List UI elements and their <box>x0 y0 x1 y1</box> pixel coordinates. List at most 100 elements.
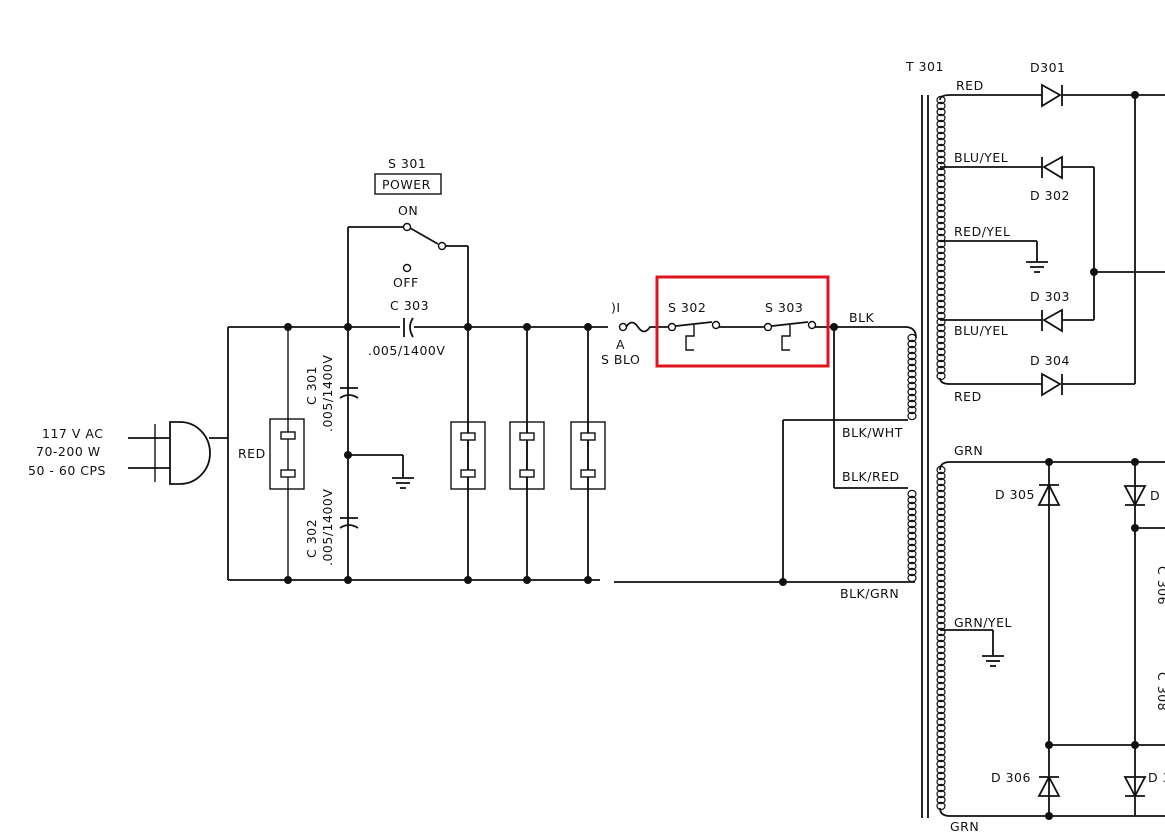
coil-turn <box>936 489 946 499</box>
coil-turn <box>936 759 946 769</box>
coil-turn <box>936 359 946 369</box>
coil-turn <box>936 263 946 273</box>
coil-turn <box>936 507 946 517</box>
coil-turn <box>936 627 946 637</box>
s301-ref: S 301 <box>388 156 426 171</box>
coil-turn <box>936 771 946 781</box>
fuse-amps-label: )I <box>611 300 621 315</box>
coil-turn <box>936 669 946 679</box>
coil-turn <box>936 125 946 135</box>
coil-turn <box>936 591 946 601</box>
coil-turn <box>936 293 946 303</box>
coil-turn <box>936 795 946 805</box>
coil-turn <box>936 747 946 757</box>
coil-turn <box>936 753 946 763</box>
coil-turn <box>936 305 946 315</box>
coil-turn <box>907 573 917 583</box>
d308-partial-label: D 3 <box>1148 770 1165 785</box>
coil-turn <box>936 681 946 691</box>
cap-stack <box>339 227 414 580</box>
coil-turn <box>936 561 946 571</box>
coil-turn <box>907 387 917 397</box>
coil-turn <box>936 251 946 261</box>
coil-turn <box>936 155 946 165</box>
s301-off: OFF <box>393 275 419 290</box>
coil-turn <box>936 639 946 649</box>
sec-lead-grn-1: GRN <box>954 443 983 458</box>
coil-turn <box>936 341 946 351</box>
coil-turn <box>936 633 946 643</box>
c302-value: .005/1400V <box>320 489 335 566</box>
coil-turn <box>936 531 946 541</box>
coil-turn <box>936 353 946 363</box>
coil-turn <box>936 101 946 111</box>
c301-value: .005/1400V <box>320 355 335 432</box>
coil-turn <box>936 477 946 487</box>
coil-turn <box>936 513 946 523</box>
s302-label: S 302 <box>668 300 706 315</box>
d304-label: D 304 <box>1030 353 1070 368</box>
sec-lead-red-2: RED <box>954 389 982 404</box>
coil-turn <box>936 149 946 159</box>
c303-capacitor <box>400 317 414 338</box>
coil-turn <box>936 789 946 799</box>
coil-turn <box>907 333 917 343</box>
power-switch <box>348 173 469 580</box>
coil-turn <box>936 245 946 255</box>
coil-turn <box>936 663 946 673</box>
coil-turn <box>936 215 946 225</box>
coil-turn <box>907 507 917 517</box>
c301-ref: C 301 <box>304 366 319 405</box>
coil-turn <box>936 525 946 535</box>
coil-turn <box>907 411 917 421</box>
c306-partial-label: C 306 <box>1155 566 1165 605</box>
coil-turn <box>936 227 946 237</box>
sec-lead-bluyel-2: BLU/YEL <box>954 323 1008 338</box>
coil-turn <box>907 489 917 499</box>
c303-value: .005/1400V <box>368 343 445 358</box>
coil-turn <box>936 705 946 715</box>
coil-turn <box>936 107 946 117</box>
coil-turn <box>936 161 946 171</box>
coil-turn <box>907 345 917 355</box>
coil-turn <box>907 339 917 349</box>
coil-turn <box>936 741 946 751</box>
coil-turn <box>907 537 917 547</box>
coil-turn <box>936 173 946 183</box>
sec-lead-grnyel: GRN/YEL <box>954 615 1012 630</box>
coil-turn <box>907 543 917 553</box>
coil-turn <box>936 783 946 793</box>
coil-turn <box>936 179 946 189</box>
coil-turn <box>936 609 946 619</box>
coil-turn <box>907 375 917 385</box>
coil-turn <box>936 167 946 177</box>
red-block-label: RED <box>238 446 266 461</box>
coil-turn <box>907 519 917 529</box>
coil-turn <box>936 723 946 733</box>
coil-turn <box>936 567 946 577</box>
coil-turn <box>936 317 946 327</box>
coil-turn <box>907 357 917 367</box>
coil-turn <box>936 299 946 309</box>
coil-turn <box>936 693 946 703</box>
coil-turn <box>907 567 917 577</box>
coil-turn <box>936 573 946 583</box>
coil-turn <box>936 287 946 297</box>
coil-turn <box>907 501 917 511</box>
coil-turn <box>936 537 946 547</box>
coil-turn <box>907 405 917 415</box>
coil-turn <box>936 657 946 667</box>
sec-lead-red-1: RED <box>956 78 984 93</box>
s303-label: S 303 <box>765 300 803 315</box>
coil-turn <box>907 393 917 403</box>
d301-label: D301 <box>1030 60 1065 75</box>
d302-label: D 302 <box>1030 188 1070 203</box>
coil-turn <box>907 381 917 391</box>
coil-turn <box>936 549 946 559</box>
coil-turn <box>907 531 917 541</box>
coil-turn <box>936 645 946 655</box>
coil-turn <box>936 729 946 739</box>
coil-turn <box>936 687 946 697</box>
d303-label: D 303 <box>1030 289 1070 304</box>
coil-turn <box>936 281 946 291</box>
